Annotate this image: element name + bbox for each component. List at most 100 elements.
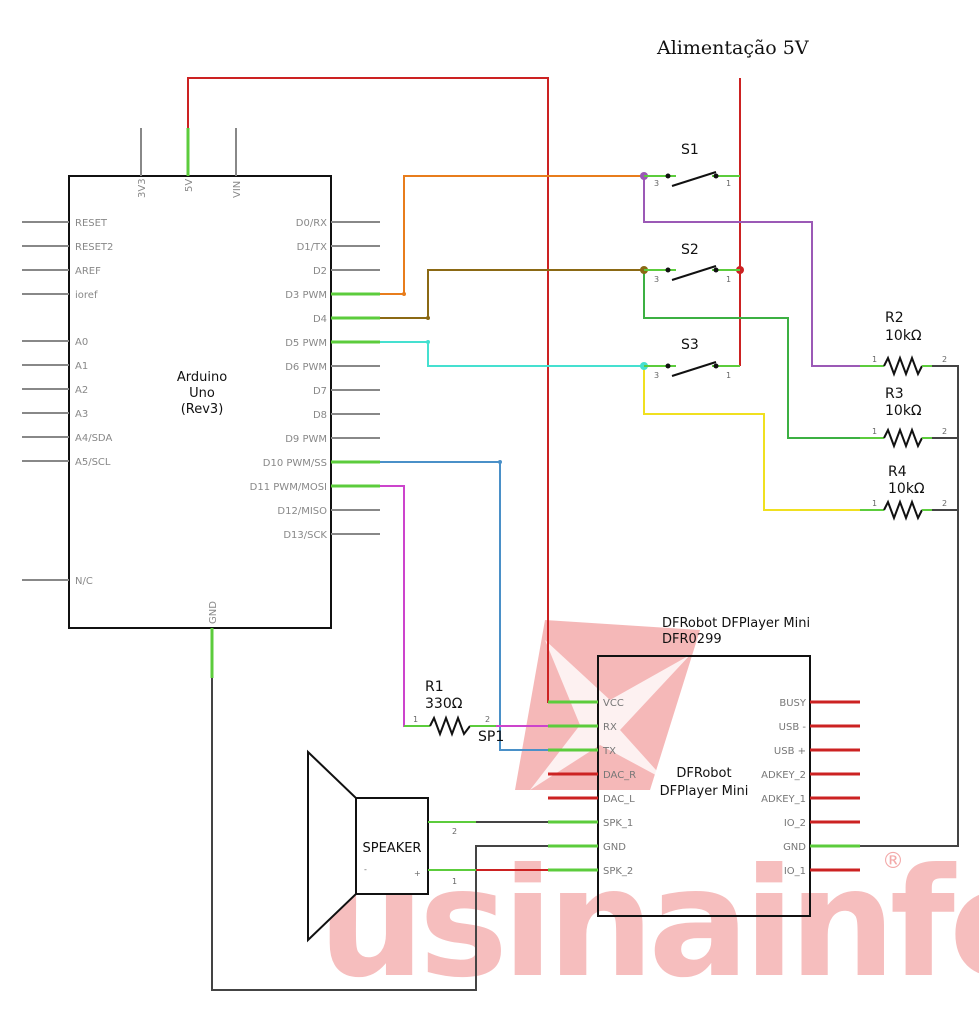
pin-label-a3: A3	[75, 409, 88, 420]
r4-zigzag	[883, 499, 923, 521]
pin-label-a0: A0	[75, 337, 88, 348]
r1-ref: R1	[425, 679, 444, 695]
pin-label-a2: A2	[75, 385, 88, 396]
df-label-spk1: SPK_1	[603, 818, 633, 829]
s1-pin3: 3	[654, 179, 659, 188]
wire-d3-to-s1	[380, 175, 644, 295]
pin-label-nc: N/C	[75, 576, 93, 587]
junction-d4	[426, 316, 430, 320]
dfplayer-title-line1: DFRobot DFPlayer Mini	[662, 616, 810, 631]
dfplayer-body	[597, 655, 811, 917]
pin-label-d12: D12/MISO	[277, 506, 327, 517]
junction-d10	[498, 460, 502, 464]
wire-gnd-bus	[860, 365, 959, 847]
df-label-adkey1: ADKEY_1	[761, 794, 806, 805]
df-label-usb-minus: USB -	[779, 722, 807, 733]
wire-s3-to-r4	[643, 366, 860, 511]
s3-ref: S3	[681, 337, 699, 353]
s2-pin3: 3	[654, 275, 659, 284]
arduino-body	[68, 175, 332, 629]
s1-terminal	[713, 173, 719, 179]
s2-ref: S2	[681, 242, 699, 258]
speaker: SPEAKER - + 2 1	[307, 749, 476, 943]
power-label: Alimentação 5V	[656, 37, 809, 59]
pin-label-d4: D4	[313, 314, 327, 325]
r3-ref: R3	[885, 386, 904, 402]
resistor-r4: R4 10kΩ 1 2	[860, 464, 947, 521]
r2-pin1: 1	[872, 355, 877, 364]
wire-d11-to-r1	[380, 485, 428, 727]
r4-pin2: 2	[942, 499, 947, 508]
df-label-spk2: SPK_2	[603, 866, 633, 877]
speaker-minus: -	[364, 865, 367, 874]
r1-value: 330Ω	[425, 696, 463, 712]
pin-label-d13: D13/SCK	[283, 530, 327, 541]
pin-label-vin: VIN	[232, 181, 243, 198]
df-label-dac-r: DAC_R	[603, 770, 636, 781]
df-label-vcc: VCC	[603, 698, 624, 709]
wire-gnd-to-dfplayer	[211, 678, 598, 991]
pin-label-d8: D8	[313, 410, 327, 421]
s2-terminal	[713, 267, 719, 273]
s3-pin1: 1	[726, 371, 731, 380]
arduino-left-pins: RESET RESET2 AREF ioref A0 A1 A2 A3 A4/S…	[22, 218, 113, 587]
r1-pin1: 1	[413, 715, 418, 724]
df-label-usb-plus: USB +	[774, 746, 806, 757]
r4-ref: R4	[888, 464, 907, 480]
wire-s2-to-r3	[643, 270, 860, 439]
s1-pivot	[665, 173, 671, 179]
wire-d5-to-s3	[380, 341, 644, 367]
wire-d4-to-s2	[380, 269, 644, 319]
s3-terminal	[713, 363, 719, 369]
r1-zigzag	[429, 715, 471, 737]
pin-label-d5: D5 PWM	[285, 338, 327, 349]
dfplayer-body-line1: DFRobot	[676, 766, 731, 781]
s1-pin1: 1	[726, 179, 731, 188]
speaker-pin1: 1	[452, 877, 457, 886]
speaker-pin2: 2	[452, 827, 457, 836]
df-label-io1: IO_1	[784, 866, 806, 877]
pin-label-reset: RESET	[75, 218, 108, 229]
pin-label-d2: D2	[313, 266, 327, 277]
s1-ref: S1	[681, 142, 699, 158]
pin-label-d0: D0/RX	[296, 218, 327, 229]
r4-value: 10kΩ	[888, 481, 925, 497]
df-label-dac-l: DAC_L	[603, 794, 635, 805]
arduino-name-line1: Arduino	[177, 370, 227, 385]
pin-label-d11: D11 PWM/MOSI	[250, 482, 327, 493]
switch-s2: S2 3 1	[644, 242, 740, 284]
arduino-uno: 3V3 5V VIN RESET RESET2 AREF ioref A0 A1…	[22, 128, 380, 678]
r4-pin1: 1	[872, 499, 877, 508]
resistor-r2: R2 10kΩ 1 2	[860, 310, 947, 377]
dfplayer-body-line2: DFPlayer Mini	[660, 784, 749, 799]
pin-label-d1: D1/TX	[297, 242, 328, 253]
r2-ref: R2	[885, 310, 904, 326]
watermark-logo-star	[530, 640, 690, 790]
speaker-plus: +	[414, 869, 421, 878]
pin-label-ioref: ioref	[75, 290, 98, 301]
pin-label-aref: AREF	[75, 266, 101, 277]
pin-label-a4-sda: A4/SDA	[75, 433, 112, 444]
dfplayer-title-line2: DFR0299	[662, 632, 722, 647]
pin-label-d7: D7	[313, 386, 327, 397]
df-label-gnd-left: GND	[603, 842, 626, 853]
df-label-io2: IO_2	[784, 818, 806, 829]
df-label-rx: RX	[603, 722, 617, 733]
s2-contact	[671, 265, 717, 281]
pin-label-3v3: 3V3	[137, 178, 148, 198]
df-label-busy: BUSY	[779, 698, 807, 709]
s3-pin3: 3	[654, 371, 659, 380]
df-label-adkey2: ADKEY_2	[761, 770, 806, 781]
switch-s3: S3 3 1	[644, 337, 740, 380]
speaker-label: SPEAKER	[363, 841, 422, 856]
r2-pin2: 2	[942, 355, 947, 364]
switch-s1: S1 3 1	[644, 142, 740, 188]
r2-value: 10kΩ	[885, 328, 922, 344]
junction-d5	[426, 340, 430, 344]
wire-5v-to-vcc	[187, 77, 598, 703]
r3-zigzag	[883, 427, 923, 449]
arduino-name-line3: (Rev3)	[181, 402, 224, 417]
r2-zigzag	[883, 355, 923, 377]
resistor-r3: R3 10kΩ 1 2	[860, 386, 947, 449]
pin-label-a1: A1	[75, 361, 88, 372]
